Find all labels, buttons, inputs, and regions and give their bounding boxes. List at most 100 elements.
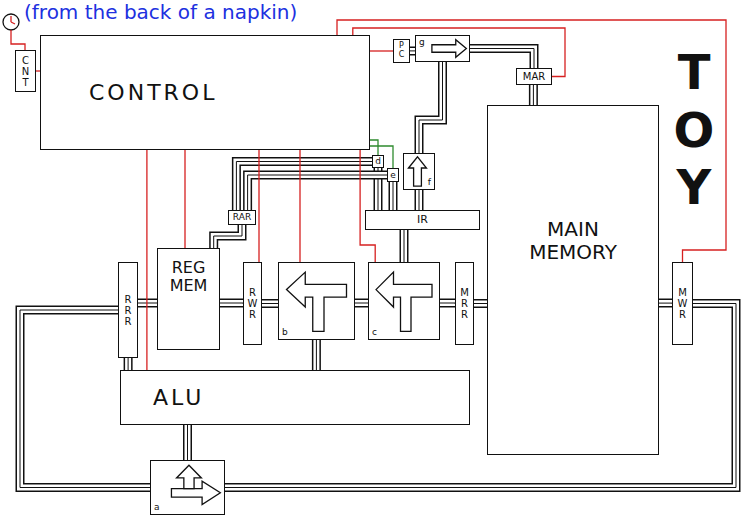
bus-line <box>474 303 487 304</box>
bus-outline <box>214 225 242 248</box>
data-bus <box>392 182 393 210</box>
wire-line <box>184 150 185 248</box>
bus-gap <box>390 182 396 210</box>
data-bus <box>236 162 372 211</box>
component-box: PC <box>393 39 410 63</box>
bus-gap <box>248 175 387 210</box>
component-box: REG MEM <box>157 248 220 350</box>
component-box: MAIN MEMORY <box>487 105 659 455</box>
data-bus <box>316 340 317 370</box>
mux-arrow <box>432 40 466 58</box>
component-box: CONTROL <box>40 35 370 150</box>
box-label: RWR <box>248 287 258 320</box>
component-box: MAR <box>516 68 552 85</box>
bus-line <box>248 175 387 210</box>
bus-outline <box>470 49 534 69</box>
data-bus <box>128 358 129 370</box>
control-wire <box>370 140 378 155</box>
component-box: ALU <box>120 370 470 425</box>
bus-gap <box>401 230 407 262</box>
component-box: CNT <box>15 50 36 92</box>
clock-hands <box>11 16 15 24</box>
control-wire <box>184 150 185 248</box>
wire-line <box>146 150 147 370</box>
control-wire <box>370 146 393 168</box>
box-label: MAR <box>523 71 545 83</box>
bus-outline <box>659 299 672 308</box>
bus-outline <box>415 190 424 210</box>
data-bus <box>470 49 534 69</box>
control-wire <box>300 150 301 262</box>
bus-gap <box>220 300 243 307</box>
data-bus <box>404 230 405 262</box>
multiplexer-box: c <box>368 262 440 340</box>
bus-line <box>392 182 393 210</box>
data-bus <box>419 62 443 153</box>
multiplexer-box: a <box>150 460 225 515</box>
mux-arrow <box>177 465 202 488</box>
bus-line <box>355 303 368 304</box>
bus-gap <box>262 300 278 307</box>
bus-outline <box>236 162 372 211</box>
box-label: CNT <box>21 55 31 88</box>
multiplexer-box: f <box>403 153 435 190</box>
mux-arrow-symbol <box>369 263 439 339</box>
wire-line <box>370 140 378 155</box>
bus-line <box>236 162 372 211</box>
wire-line <box>258 150 259 262</box>
data-bus <box>659 303 672 304</box>
bus-line <box>659 303 672 304</box>
diagram-title: (from the back of a napkin) <box>24 0 297 24</box>
data-bus <box>262 303 278 305</box>
bus-line <box>419 190 420 210</box>
bus-line <box>128 358 129 370</box>
multiplexer-box: g <box>415 35 470 62</box>
clock-icon <box>3 14 19 30</box>
bus-outline <box>419 62 443 153</box>
box-label: d <box>375 157 381 166</box>
box-label: CONTROL <box>89 80 217 105</box>
clock-wire <box>11 30 25 50</box>
box-label: MAIN MEMORY <box>523 218 623 264</box>
bus-line <box>214 225 242 248</box>
multiplexer-box: b <box>278 262 355 340</box>
bus-outline <box>183 425 192 460</box>
component-box: RRR <box>118 262 138 358</box>
box-label: REG MEM <box>161 259 216 296</box>
bus-outline <box>248 175 387 210</box>
mux-letter: a <box>154 503 160 512</box>
bus-line <box>470 49 534 69</box>
data-bus <box>214 225 242 248</box>
component-box: RAR <box>228 210 256 225</box>
box-label: MWR <box>678 287 688 320</box>
component-box: MRR <box>455 262 474 345</box>
title-letters: TOY <box>670 44 718 217</box>
mux-arrow-symbol <box>151 461 224 514</box>
bus-line <box>316 340 317 370</box>
box-label: e <box>390 171 396 180</box>
box-label: RRR <box>123 294 133 327</box>
data-bus <box>440 303 455 305</box>
bus-gap <box>419 62 443 153</box>
bus-outline <box>124 358 133 370</box>
bus-gap <box>659 300 672 306</box>
wire-line <box>370 146 393 168</box>
data-bus <box>474 303 487 304</box>
mux-letter: c <box>372 328 377 337</box>
bus-outline <box>262 299 278 309</box>
control-wire <box>146 150 147 370</box>
bus-gap <box>355 300 368 306</box>
mux-letter: f <box>428 178 431 187</box>
bus-line <box>440 303 455 305</box>
data-bus <box>533 85 535 105</box>
component-box: RWR <box>243 262 262 345</box>
control-wire <box>370 51 393 52</box>
bus-gap <box>214 225 242 248</box>
data-bus <box>187 425 188 460</box>
mux-letter: b <box>282 328 288 337</box>
bus-outline <box>312 340 321 370</box>
mux-arrow-symbol <box>279 263 354 339</box>
box-label: MRR <box>460 287 470 320</box>
component-box: IR <box>365 210 480 230</box>
bus-outline <box>529 85 539 105</box>
